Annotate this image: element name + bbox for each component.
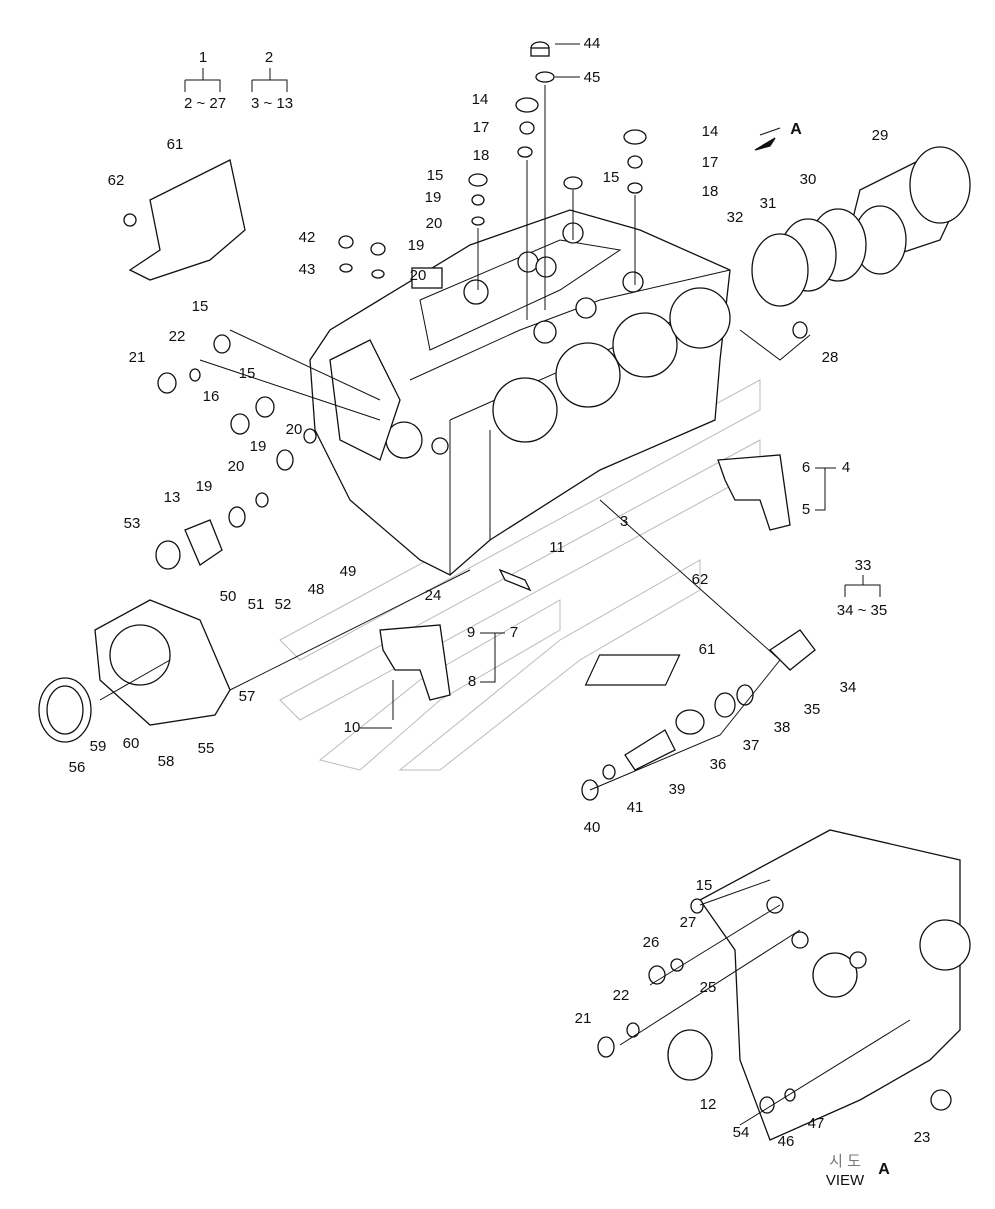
callout-28: 28 <box>822 349 839 366</box>
group-label-1: 1 <box>199 49 207 66</box>
cylinder-liner <box>849 146 971 275</box>
callout-56: 56 <box>69 759 86 776</box>
callout-5: 5 <box>802 501 810 518</box>
callout-19: 19 <box>408 237 425 254</box>
callout-53: 53 <box>124 515 141 532</box>
callout-10: 10 <box>344 719 361 736</box>
callout-61: 61 <box>167 136 184 153</box>
callout-57: 57 <box>239 688 256 705</box>
callout-21: 21 <box>575 1010 592 1027</box>
callout-20: 20 <box>410 267 427 284</box>
callout-59: 59 <box>90 738 107 755</box>
callout-19: 19 <box>425 189 442 206</box>
leader-lines <box>99 43 881 791</box>
callout-39: 39 <box>669 781 686 798</box>
callout-7: 7 <box>510 624 518 641</box>
callout-41: 41 <box>627 799 644 816</box>
main-bearing-cap-5 <box>717 454 791 531</box>
bolt-62 <box>123 213 137 227</box>
callout-36: 36 <box>710 756 727 773</box>
callout-15: 15 <box>192 298 209 315</box>
view-caption-korean: 시 도 <box>829 1153 861 1170</box>
callout-30: 30 <box>800 171 817 188</box>
callout-20: 20 <box>228 458 245 475</box>
callout-60: 60 <box>123 735 140 752</box>
main-bearing-cap-8 <box>379 624 451 701</box>
view-a-inset <box>597 829 971 1141</box>
callout-48: 48 <box>308 581 325 598</box>
callout-47: 47 <box>808 1115 825 1132</box>
callout-20: 20 <box>286 421 303 438</box>
callout-14: 14 <box>702 123 719 140</box>
callout-38: 38 <box>774 719 791 736</box>
callout-3: 3 <box>620 513 628 530</box>
callout-19: 19 <box>250 438 267 455</box>
callout-15: 15 <box>427 167 444 184</box>
callout-4: 4 <box>842 459 850 476</box>
callout-17: 17 <box>702 154 719 171</box>
callout-61: 61 <box>699 641 716 658</box>
callout-27: 27 <box>680 914 697 931</box>
cylinder-block <box>309 209 731 576</box>
callout-32: 32 <box>727 209 744 226</box>
callout-16: 16 <box>203 388 220 405</box>
callout-46: 46 <box>778 1133 795 1150</box>
callout-18: 18 <box>473 147 490 164</box>
callout-43: 43 <box>299 261 316 278</box>
callout-15: 15 <box>239 365 256 382</box>
callout-35: 35 <box>804 701 821 718</box>
piston-rings <box>751 208 867 307</box>
callout-58: 58 <box>158 753 175 770</box>
group-label-2: 2 <box>265 49 273 66</box>
group-range-2: 3 ~ 13 <box>251 95 293 112</box>
callout-11: 11 <box>549 539 565 556</box>
callout-21: 21 <box>129 349 146 366</box>
callout-62: 62 <box>108 172 125 189</box>
callout-15: 15 <box>696 877 713 894</box>
arrow-a <box>754 137 776 151</box>
view-arrow-label: A <box>790 121 802 138</box>
callout-14: 14 <box>472 91 489 108</box>
callout-34: 34 <box>840 679 857 696</box>
callout-12: 12 <box>700 1096 717 1113</box>
callout-22: 22 <box>169 328 186 345</box>
callout-labels: 4445141718151920424319201417151829303132… <box>69 35 931 1150</box>
callout-8: 8 <box>468 673 476 690</box>
view-caption-letter: A <box>878 1161 890 1178</box>
callout-42: 42 <box>299 229 316 246</box>
callout-55: 55 <box>198 740 215 757</box>
callout-25: 25 <box>700 979 717 996</box>
callout-26: 26 <box>643 934 660 951</box>
callout-44: 44 <box>584 35 601 52</box>
callout-13: 13 <box>164 489 181 506</box>
callout-23: 23 <box>914 1129 931 1146</box>
callout-62: 62 <box>692 571 709 588</box>
callout-31: 31 <box>760 195 777 212</box>
callout-15: 15 <box>603 169 620 186</box>
callout-40: 40 <box>584 819 601 836</box>
callout-9: 9 <box>467 624 475 641</box>
callout-50: 50 <box>220 588 237 605</box>
callout-19: 19 <box>196 478 213 495</box>
callout-54: 54 <box>733 1124 750 1141</box>
callout-20: 20 <box>426 215 443 232</box>
callout-29: 29 <box>872 127 889 144</box>
callout-6: 6 <box>802 459 810 476</box>
callout-22: 22 <box>613 987 630 1004</box>
callout-24: 24 <box>425 587 442 604</box>
callout-18: 18 <box>702 183 719 200</box>
group-range-1: 2 ~ 27 <box>184 95 226 112</box>
callout-49: 49 <box>340 563 357 580</box>
bracket-61 <box>128 159 246 281</box>
small-parts <box>155 41 816 801</box>
group-label-33: 33 <box>855 557 872 574</box>
callout-17: 17 <box>473 119 490 136</box>
callout-45: 45 <box>584 69 601 86</box>
callout-52: 52 <box>275 596 292 613</box>
view-caption-english: VIEW <box>826 1172 865 1189</box>
callout-37: 37 <box>743 737 760 754</box>
group-range-33: 34 ~ 35 <box>837 602 887 619</box>
callout-51: 51 <box>248 596 265 613</box>
